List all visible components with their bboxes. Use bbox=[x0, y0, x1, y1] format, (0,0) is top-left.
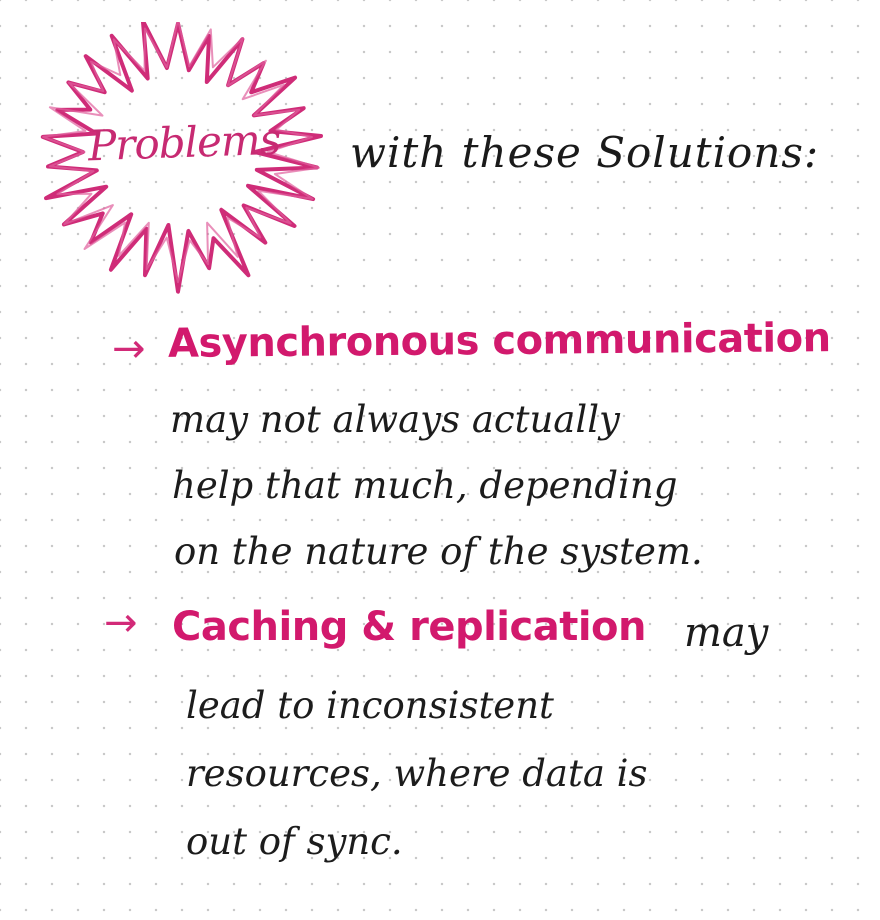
bullet-line: help that much, depending bbox=[172, 464, 678, 507]
starburst-doodle bbox=[40, 22, 323, 294]
problems-word: Problems bbox=[87, 114, 281, 171]
bullet-line: may not always actually bbox=[170, 398, 620, 441]
bullet-title-async: Asynchronous communication bbox=[167, 315, 831, 367]
bullet-line: out of sync. bbox=[186, 820, 403, 863]
arrow-icon: → bbox=[104, 600, 138, 646]
bullet-line: lead to inconsistent bbox=[186, 684, 554, 727]
bullet-line: resources, where data is bbox=[186, 752, 648, 795]
starburst-inner-outline bbox=[42, 22, 320, 284]
bullet-title-caching: Caching & replication bbox=[172, 604, 647, 650]
heading-text: with these Solutions: bbox=[350, 128, 820, 177]
arrow-icon: → bbox=[112, 326, 146, 372]
bullet-line: on the nature of the system. bbox=[174, 530, 703, 573]
bullet-title-tail: may bbox=[684, 610, 769, 656]
